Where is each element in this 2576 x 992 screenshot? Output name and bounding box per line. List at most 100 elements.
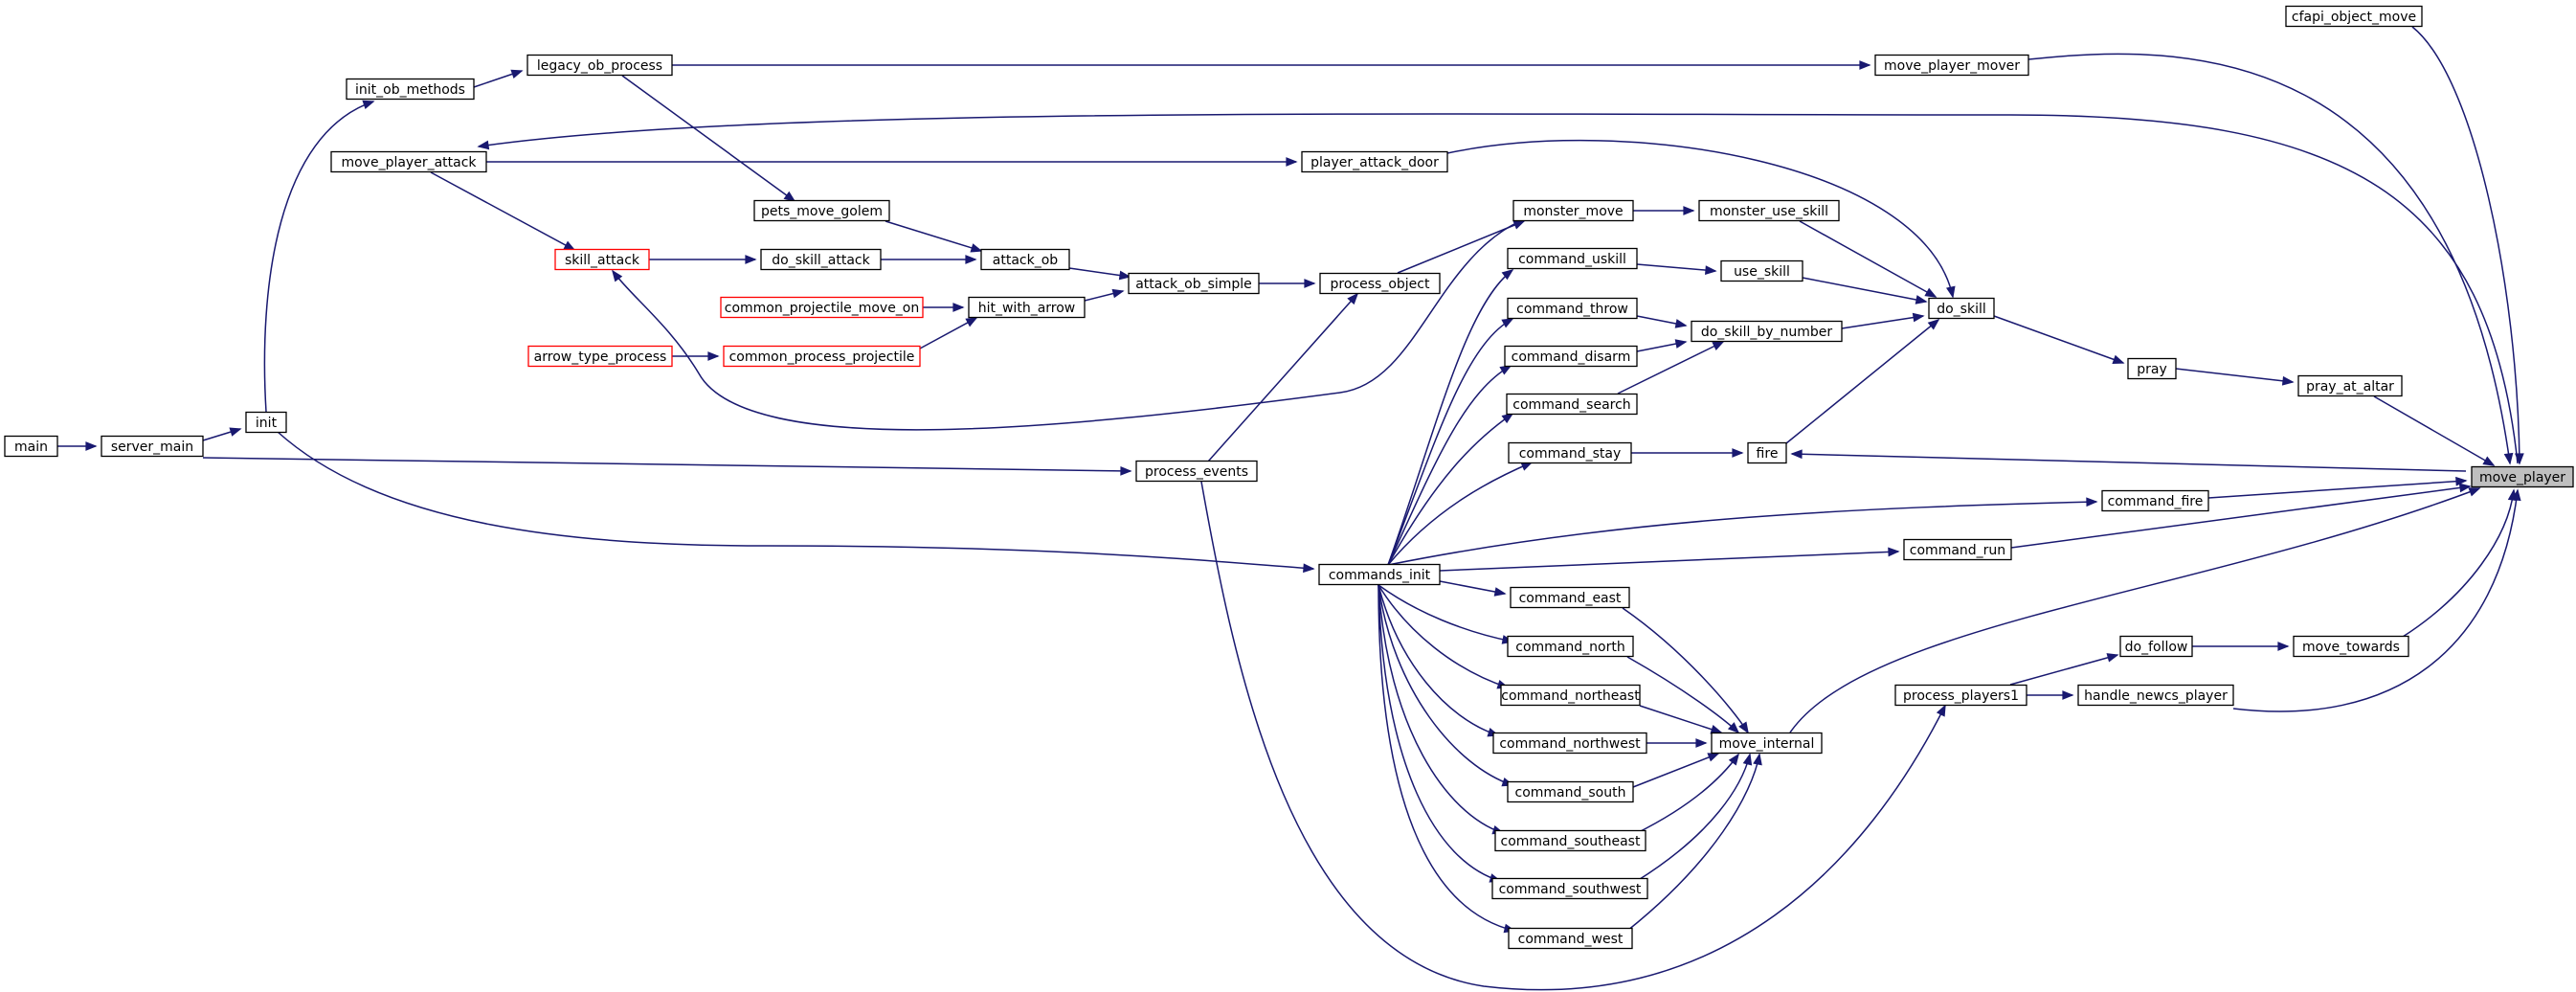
node-box (753, 199, 890, 222)
node-command_stay[interactable]: command_stay (1508, 441, 1632, 464)
arrowhead-icon (1936, 704, 1946, 717)
node-command_uskill[interactable]: command_uskill (1507, 247, 1638, 270)
arrowhead-icon (1111, 288, 1125, 299)
edge-line (1446, 139, 1954, 298)
node-box (1506, 393, 1638, 416)
node-server_main[interactable]: server_main (101, 435, 204, 458)
edge-line (1993, 315, 2124, 364)
edge-pets_move_golem-to-attack_ob (885, 220, 983, 253)
edge-line (1622, 607, 1749, 733)
node-command_fire[interactable]: command_fire (2101, 489, 2209, 512)
node-label: command_south (1515, 785, 1626, 800)
node-box (1874, 54, 2029, 77)
node-skill_attack[interactable]: skill_attack (554, 248, 650, 271)
node-cfapi_object_move[interactable]: cfapi_object_move (2285, 5, 2423, 28)
node-do_skill_attack[interactable]: do_skill_attack (760, 248, 882, 271)
node-box (760, 248, 882, 271)
node-do_skill_by_number[interactable]: do_skill_by_number (1691, 320, 1843, 343)
edge-attack_ob-to-attack_ob_simple (1068, 267, 1131, 281)
node-player_attack_door[interactable]: player_attack_door (1301, 150, 1448, 173)
node-box (4, 435, 58, 458)
node-command_east[interactable]: command_east (1510, 586, 1630, 609)
edge-line (1387, 413, 1513, 566)
edge-command_run-to-move_player (2010, 483, 2472, 549)
node-command_south[interactable]: command_south (1507, 780, 1634, 803)
edge-line (202, 457, 1131, 472)
node-hit_with_arrow[interactable]: hit_with_arrow (968, 296, 1086, 319)
node-label: arrow_type_process (534, 349, 667, 365)
node-box (1507, 247, 1638, 270)
node-move_towards[interactable]: move_towards (2293, 635, 2409, 658)
node-move_player_attack[interactable]: move_player_attack (330, 150, 487, 173)
node-do_follow[interactable]: do_follow (2119, 635, 2193, 658)
edge-command_search-to-do_skill_by_number (1617, 341, 1725, 395)
node-commands_init[interactable]: commands_init (1318, 563, 1441, 586)
edge-line (1387, 269, 1513, 566)
node-attack_ob[interactable]: attack_ob (980, 248, 1070, 271)
arrowhead-icon (510, 69, 524, 79)
node-common_projectile_move_on[interactable]: common_projectile_move_on (720, 296, 924, 319)
node-move_internal[interactable]: move_internal (1711, 732, 1823, 755)
node-move_player_mover[interactable]: move_player_mover (1874, 54, 2029, 77)
edge-server_main-to-init (202, 427, 242, 441)
node-box (1747, 441, 1787, 464)
node-process_players1[interactable]: process_players1 (1894, 684, 2027, 707)
node-handle_newcs_player[interactable]: handle_newcs_player (2077, 684, 2234, 707)
node-init[interactable]: init (245, 411, 287, 434)
edge-commands_init-to-command_northwest (1378, 584, 1500, 737)
edge-commands_init-to-command_fire (1387, 497, 2098, 566)
node-legacy_ob_process[interactable]: legacy_ob_process (526, 54, 673, 77)
node-move_player[interactable]: move_player (2471, 465, 2574, 488)
arrowhead-icon (1286, 157, 1298, 167)
node-monster_move[interactable]: monster_move (1512, 199, 1634, 222)
node-use_skill[interactable]: use_skill (1720, 259, 1803, 282)
edge-commands_init-to-command_throw (1387, 318, 1514, 566)
node-monster_use_skill[interactable]: monster_use_skill (1698, 199, 1840, 222)
node-init_ob_methods[interactable]: init_ob_methods (346, 78, 475, 101)
node-command_southwest[interactable]: command_southwest (1491, 877, 1648, 900)
node-arrow_type_process[interactable]: arrow_type_process (527, 345, 673, 368)
node-command_west[interactable]: command_west (1508, 927, 1633, 950)
node-command_northwest[interactable]: command_northwest (1492, 732, 1647, 755)
arrowhead-icon (1499, 365, 1512, 375)
arrowhead-icon (1501, 413, 1514, 424)
edge-line (2232, 489, 2519, 712)
node-command_north[interactable]: command_north (1507, 635, 1634, 658)
edge-commands_init-to-command_east (1439, 580, 1507, 597)
node-process_events[interactable]: process_events (1135, 460, 1258, 483)
edge-move_player-to-move_player_attack (477, 113, 2519, 464)
node-command_northeast[interactable]: command_northeast (1500, 684, 1641, 707)
node-command_search[interactable]: command_search (1506, 393, 1638, 416)
node-fire[interactable]: fire (1747, 441, 1787, 464)
edge-move_player-to-fire (1790, 449, 2467, 472)
node-command_disarm[interactable]: command_disarm (1504, 345, 1638, 368)
arrowhead-icon (1683, 206, 1695, 215)
arrowhead-icon (1712, 341, 1725, 351)
node-command_southeast[interactable]: command_southeast (1494, 829, 1646, 852)
node-do_skill[interactable]: do_skill (1928, 297, 1995, 320)
arrowhead-icon (970, 243, 983, 253)
node-label: legacy_ob_process (537, 58, 662, 74)
node-box (1510, 586, 1630, 609)
edge-line (277, 431, 1314, 570)
node-pets_move_golem[interactable]: pets_move_golem (753, 199, 890, 222)
arrowhead-icon (477, 140, 490, 150)
node-command_throw[interactable]: command_throw (1507, 297, 1638, 320)
node-main[interactable]: main (4, 435, 58, 458)
node-pray_at_altar[interactable]: pray_at_altar (2297, 374, 2403, 397)
node-command_run[interactable]: command_run (1903, 538, 2012, 561)
node-common_process_projectile[interactable]: common_process_projectile (723, 345, 921, 368)
node-label: command_northwest (1499, 736, 1641, 752)
node-label: fire (1757, 446, 1779, 462)
arrowhead-icon (1732, 448, 1744, 458)
edge-commands_init-to-command_north (1378, 584, 1514, 644)
arrowhead-icon (1728, 753, 1739, 766)
node-attack_ob_simple[interactable]: attack_ob_simple (1128, 272, 1260, 295)
arrowhead-icon (1501, 318, 1514, 328)
arrowhead-icon (1120, 465, 1132, 476)
node-process_object[interactable]: process_object (1319, 272, 1441, 295)
node-label: command_search (1512, 397, 1630, 413)
arrowhead-icon (1946, 285, 1956, 299)
node-box (2471, 465, 2574, 488)
node-pray[interactable]: pray (2127, 357, 2177, 380)
